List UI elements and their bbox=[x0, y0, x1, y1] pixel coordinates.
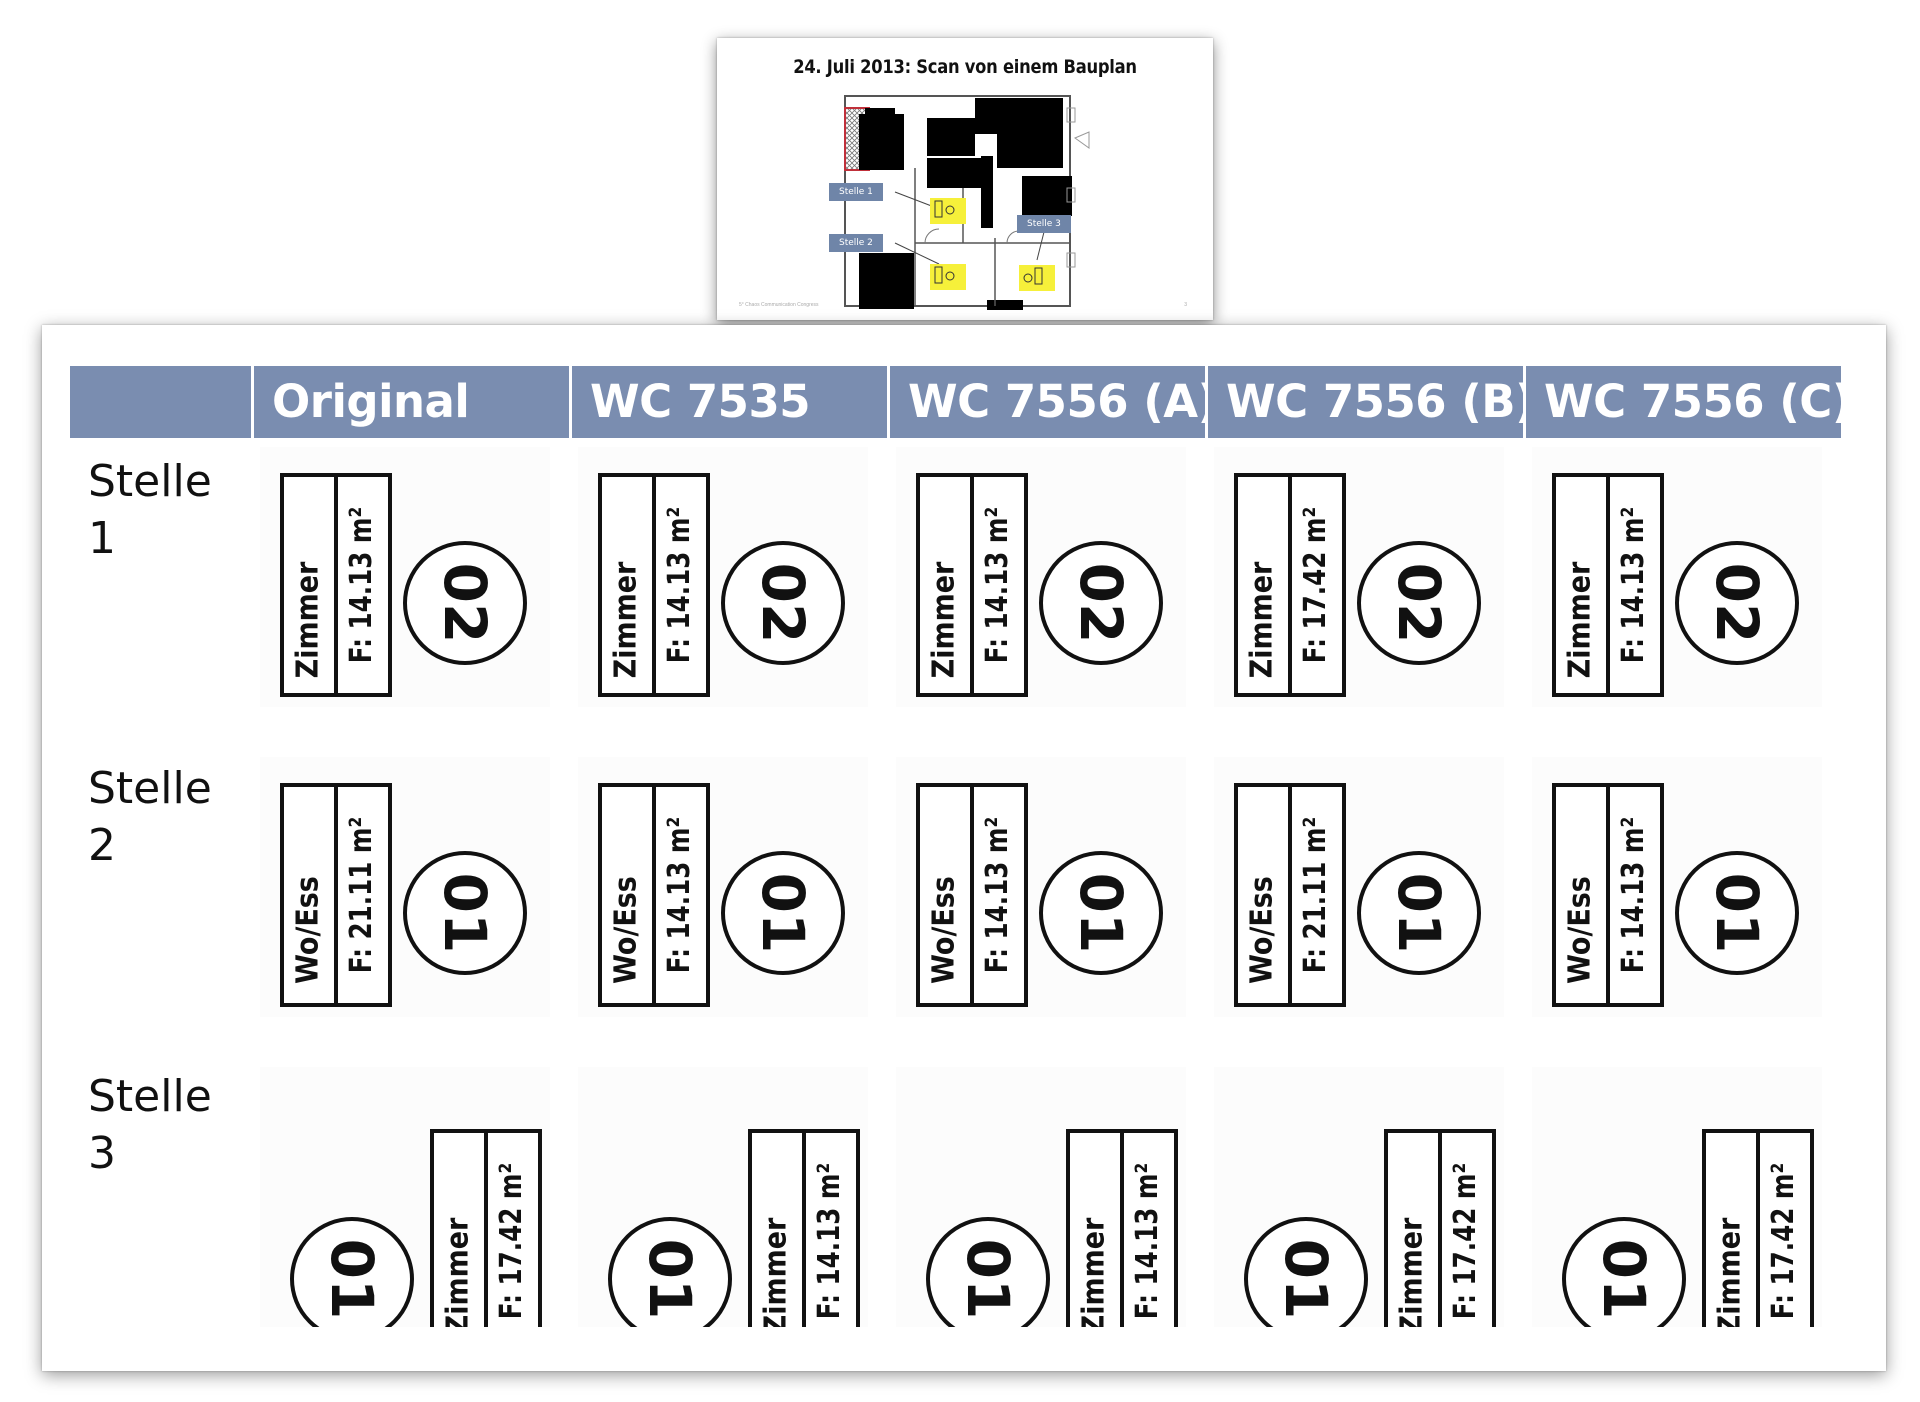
room-number-circle bbox=[403, 541, 527, 665]
room-area: F: 14.13 m² bbox=[981, 817, 1015, 974]
room-name: Zimmer bbox=[1394, 1218, 1429, 1327]
room-name: Zimmer bbox=[1562, 562, 1597, 679]
room-area: F: 14.13 m² bbox=[813, 1163, 847, 1320]
row-label-text: Stelle 1 bbox=[88, 456, 212, 564]
room-area: F: 14.13 m² bbox=[663, 507, 697, 664]
room-number-circle bbox=[608, 1217, 732, 1327]
room-area: F: 14.13 m² bbox=[663, 817, 697, 974]
slide-footer-left: 5° Chaos Communication Congress bbox=[739, 302, 819, 308]
room-number-circle bbox=[1039, 851, 1163, 975]
callout-stelle-2: Stelle 2 bbox=[829, 234, 883, 252]
room-number-circle bbox=[1357, 541, 1481, 665]
room-number-circle bbox=[403, 851, 527, 975]
callout-stelle-1: Stelle 1 bbox=[829, 183, 883, 201]
header-wc7556-c: WC 7556 (C) bbox=[1526, 366, 1841, 438]
slide-thumbnail: 24. Juli 2013: Scan von einem Bauplan St… bbox=[717, 38, 1213, 320]
room-name: Wo/Ess bbox=[290, 876, 325, 984]
scan-cell: Zimmer F: 14.13 m² 02 bbox=[260, 447, 550, 707]
row-label-text: Stelle 2 bbox=[88, 763, 212, 871]
scan-cell: Wo/Ess F: 21.11 m² 01 bbox=[260, 757, 550, 1017]
room-area: F: 17.42 m² bbox=[1449, 1163, 1483, 1320]
room-area: F: 14.13 m² bbox=[1617, 507, 1651, 664]
room-number-circle bbox=[1675, 541, 1799, 665]
room-number: 01 bbox=[431, 873, 499, 954]
room-number-circle bbox=[1562, 1217, 1686, 1327]
room-number: 02 bbox=[749, 563, 817, 644]
row-label-stelle-3: Stelle 3 bbox=[88, 1068, 248, 1182]
room-name: Zimmer bbox=[608, 562, 643, 679]
room-number: 01 bbox=[1067, 873, 1135, 954]
scan-cell: Wo/Ess F: 14.13 m² 01 bbox=[578, 757, 868, 1017]
room-number-circle bbox=[926, 1217, 1050, 1327]
room-name: Wo/Ess bbox=[608, 876, 643, 984]
room-number: 01 bbox=[954, 1239, 1022, 1320]
room-number-circle bbox=[1357, 851, 1481, 975]
scan-cell: Zimmer F: 14.13 m² 01 bbox=[896, 1067, 1186, 1327]
room-number: 01 bbox=[1272, 1239, 1340, 1320]
room-number-circle bbox=[1244, 1217, 1368, 1327]
room-number-circle bbox=[290, 1217, 414, 1327]
header-wc7556-a: WC 7556 (A) bbox=[890, 366, 1205, 438]
header-empty bbox=[70, 366, 251, 438]
room-name: Zimmer bbox=[440, 1218, 475, 1327]
scan-cell: Zimmer F: 17.42 m² 01 bbox=[260, 1067, 550, 1327]
room-area: F: 17.42 m² bbox=[495, 1163, 529, 1320]
room-number-circle bbox=[1039, 541, 1163, 665]
scan-cell: Zimmer F: 14.13 m² 01 bbox=[578, 1067, 868, 1327]
room-number-circle bbox=[1675, 851, 1799, 975]
scan-cell: Zimmer F: 14.13 m² 02 bbox=[1532, 447, 1822, 707]
row-label-text: Stelle 3 bbox=[88, 1071, 212, 1179]
scan-cell: Zimmer F: 17.42 m² 02 bbox=[1214, 447, 1504, 707]
room-name: Wo/Ess bbox=[1244, 876, 1279, 984]
scan-cell: Wo/Ess F: 14.13 m² 01 bbox=[1532, 757, 1822, 1017]
room-name: Zimmer bbox=[290, 562, 325, 679]
scan-cell: Wo/Ess F: 14.13 m² 01 bbox=[896, 757, 1186, 1017]
room-name: Zimmer bbox=[1076, 1218, 1111, 1327]
room-number: 01 bbox=[749, 873, 817, 954]
room-area: F: 14.13 m² bbox=[1131, 1163, 1165, 1320]
slide-title: 24. Juli 2013: Scan von einem Bauplan bbox=[793, 56, 1137, 78]
room-number: 01 bbox=[1385, 873, 1453, 954]
callout-stelle-3: Stelle 3 bbox=[1017, 215, 1071, 233]
room-name: Zimmer bbox=[1712, 1218, 1747, 1327]
room-area: F: 14.13 m² bbox=[981, 507, 1015, 664]
room-name: Wo/Ess bbox=[1562, 876, 1597, 984]
scan-cell: Zimmer F: 17.42 m² 01 bbox=[1532, 1067, 1822, 1327]
room-name: Zimmer bbox=[1244, 562, 1279, 679]
room-number: 02 bbox=[1385, 563, 1453, 644]
room-number: 02 bbox=[431, 563, 499, 644]
room-area: F: 14.13 m² bbox=[1617, 817, 1651, 974]
room-name: Zimmer bbox=[926, 562, 961, 679]
row-label-stelle-1: Stelle 1 bbox=[88, 453, 248, 567]
header-wc7556-b: WC 7556 (B) bbox=[1208, 366, 1523, 438]
scan-cell: Wo/Ess F: 21.11 m² 01 bbox=[1214, 757, 1504, 1017]
room-area: F: 17.42 m² bbox=[1767, 1163, 1801, 1320]
header-original: Original bbox=[254, 366, 569, 438]
row-label-stelle-2: Stelle 2 bbox=[88, 760, 248, 874]
room-number: 01 bbox=[636, 1239, 704, 1320]
scan-cell: Zimmer F: 17.42 m² 01 bbox=[1214, 1067, 1504, 1327]
room-area: F: 21.11 m² bbox=[345, 817, 379, 974]
comparison-table: Original WC 7535 WC 7556 (A) WC 7556 (B)… bbox=[42, 325, 1886, 1371]
room-number: 01 bbox=[318, 1239, 386, 1320]
room-area: F: 14.13 m² bbox=[345, 507, 379, 664]
floor-plan-image bbox=[844, 95, 1090, 310]
room-area: F: 17.42 m² bbox=[1299, 507, 1333, 664]
header-wc7535: WC 7535 bbox=[572, 366, 887, 438]
room-name: Zimmer bbox=[758, 1218, 793, 1327]
slide-footer-right: 3 bbox=[1184, 302, 1187, 308]
room-name: Wo/Ess bbox=[926, 876, 961, 984]
room-number: 02 bbox=[1067, 563, 1135, 644]
room-area: F: 21.11 m² bbox=[1299, 817, 1333, 974]
room-number-circle bbox=[721, 851, 845, 975]
scan-cell: Zimmer F: 14.13 m² 02 bbox=[578, 447, 868, 707]
room-number: 01 bbox=[1703, 873, 1771, 954]
room-number: 01 bbox=[1590, 1239, 1658, 1320]
scan-cell: Zimmer F: 14.13 m² 02 bbox=[896, 447, 1186, 707]
room-number: 02 bbox=[1703, 563, 1771, 644]
room-number-circle bbox=[721, 541, 845, 665]
